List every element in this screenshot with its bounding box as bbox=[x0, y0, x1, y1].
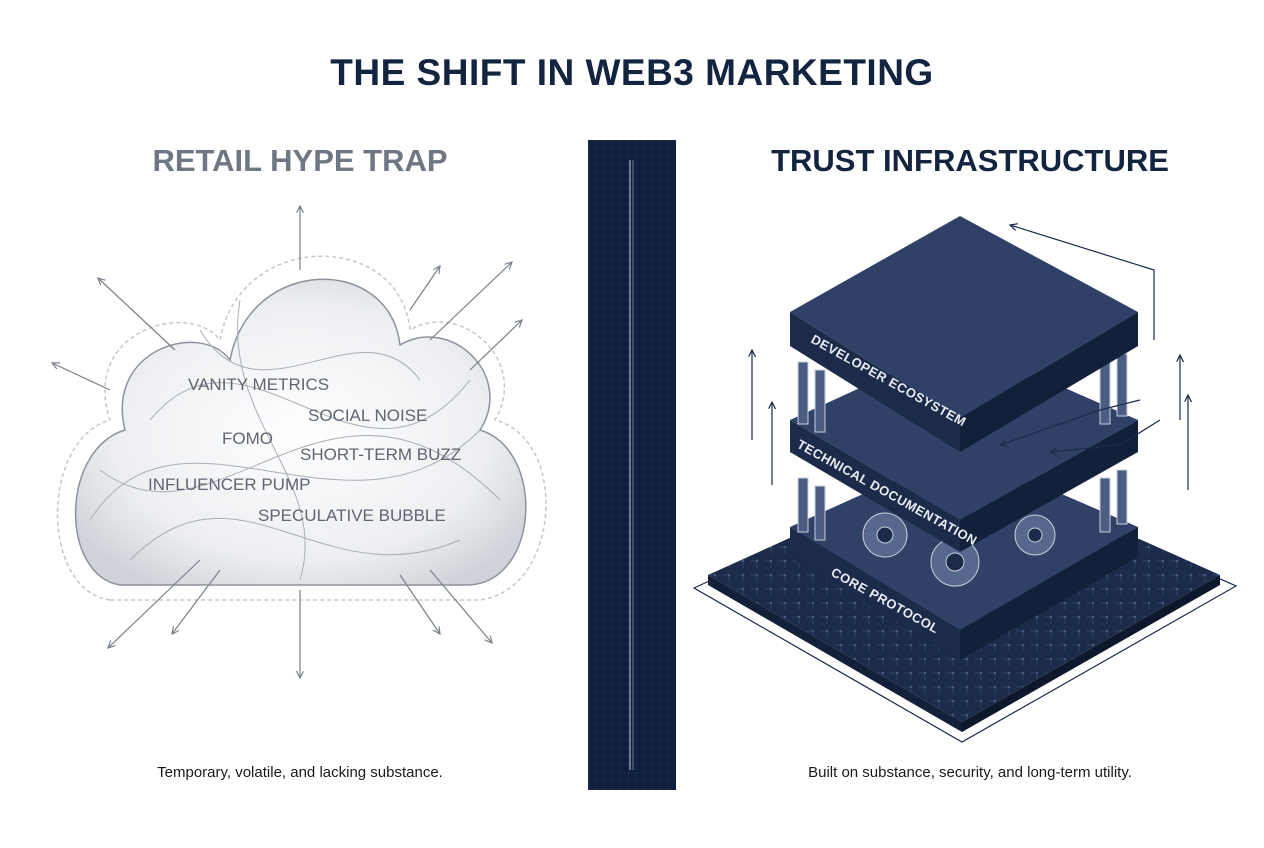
support-columns-lower bbox=[797, 469, 1128, 541]
cloud-halo-outline bbox=[56, 255, 547, 601]
cloud-term: VANITY METRICS bbox=[188, 375, 329, 394]
retail-hype-heading: RETAIL HYPE TRAP bbox=[152, 143, 448, 178]
cloud-term: SHORT-TERM BUZZ bbox=[300, 445, 461, 464]
flow-arrows bbox=[752, 225, 1188, 490]
trust-infrastructure-heading: TRUST INFRASTRUCTURE bbox=[771, 143, 1169, 178]
support-columns-upper bbox=[797, 353, 1128, 433]
developer-ecosystem-layer: DEVELOPER ECOSYSTEM bbox=[790, 216, 1138, 452]
center-divider-pillar bbox=[588, 140, 676, 790]
cloud-term: FOMO bbox=[222, 429, 273, 448]
retail-hype-caption: Temporary, volatile, and lacking substan… bbox=[157, 764, 443, 781]
hype-cloud-illustration: VANITY METRICS SOCIAL NOISE FOMO SHORT-T… bbox=[0, 0, 547, 848]
cloud-body bbox=[74, 278, 527, 586]
cloud-term: INFLUENCER PUMP bbox=[148, 475, 310, 494]
radiating-arrows bbox=[52, 206, 522, 678]
trust-infrastructure-caption: Built on substance, security, and long-t… bbox=[808, 764, 1132, 781]
cloud-term: SPECULATIVE BUBBLE bbox=[258, 506, 446, 525]
trust-infrastructure-illustration: CORE PROTOCOL TECHNICAL DOCUMENTATION DE… bbox=[692, 216, 1238, 743]
page-title: THE SHIFT IN WEB3 MARKETING bbox=[330, 52, 934, 93]
cloud-swirl-lines bbox=[89, 299, 501, 581]
cloud-term: SOCIAL NOISE bbox=[308, 406, 427, 425]
